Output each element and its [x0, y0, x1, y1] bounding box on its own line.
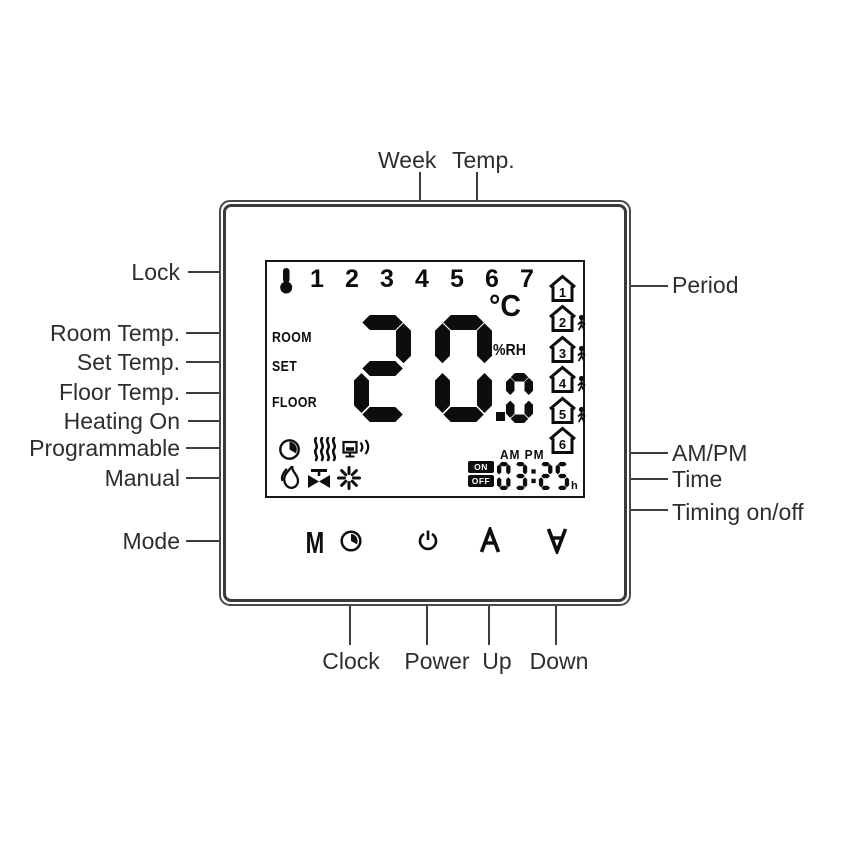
label-up: Up	[482, 648, 512, 674]
power-button[interactable]	[416, 529, 440, 558]
label-heating-on: Heating On	[63, 408, 180, 434]
time-display	[497, 462, 570, 495]
week-day-2: 2	[345, 265, 359, 293]
main-temperature-decimal-point	[496, 412, 505, 421]
monitor-signal-icon	[342, 439, 372, 467]
week-day-4: 4	[415, 265, 429, 293]
heat-waves-icon	[312, 436, 338, 467]
label-room-temp: Room Temp.	[50, 320, 180, 346]
week-day-6: 6	[485, 265, 499, 293]
humidity-unit: %RH	[493, 342, 526, 359]
period-6-house-icon: 6	[547, 426, 589, 456]
valve-icon	[305, 469, 333, 494]
flame-icon	[279, 465, 301, 496]
svg-text:6: 6	[559, 437, 566, 452]
svg-text:2: 2	[559, 315, 566, 330]
label-manual: Manual	[104, 465, 180, 491]
thermometer-lock-icon	[277, 267, 295, 300]
label-time: Time	[672, 466, 723, 492]
pie-clock-icon	[278, 438, 301, 466]
label-floor-temp: Floor Temp.	[58, 379, 180, 405]
label-lock: Lock	[131, 259, 180, 285]
period-3-house-icon: 3	[547, 335, 589, 365]
up-arrow-icon	[478, 523, 502, 559]
set-indicator: SET	[272, 358, 298, 375]
clock-icon	[339, 529, 363, 558]
week-day-1: 1	[310, 265, 324, 293]
label-timing-on-off: Timing on/off	[672, 499, 804, 525]
svg-text:3: 3	[559, 346, 566, 361]
period-1-house-icon: 1	[547, 274, 589, 304]
label-power: Power	[404, 648, 470, 674]
down-button[interactable]	[545, 527, 569, 559]
room-indicator: ROOM	[272, 329, 312, 346]
svg-text:5: 5	[559, 407, 566, 422]
label-am-pm: AM/PM	[672, 440, 748, 466]
svg-text:1: 1	[559, 285, 566, 300]
down-arrow-icon	[545, 527, 569, 559]
hour-suffix: h	[571, 480, 578, 492]
label-set-temp: Set Temp.	[76, 349, 180, 375]
period-5-house-icon: 5	[547, 396, 589, 426]
mode-m-glyph: M	[305, 525, 325, 560]
label-week: Week	[378, 147, 437, 173]
week-day-5: 5	[450, 265, 464, 293]
week-day-7: 7	[520, 265, 534, 293]
period-column: 1 2 3 4 5 6	[267, 262, 586, 496]
sun-icon	[337, 466, 361, 495]
label-temp: Temp.	[452, 147, 515, 173]
svg-text:4: 4	[559, 376, 567, 391]
thermostat-frame-inner	[223, 204, 627, 602]
main-temperature-integer	[354, 315, 492, 427]
power-icon	[416, 529, 440, 558]
floor-indicator: FLOOR	[272, 394, 318, 411]
mode-button[interactable]: M	[298, 525, 332, 560]
label-down: Down	[529, 648, 589, 674]
celsius-unit: °C	[489, 288, 522, 323]
timing-on-indicator: ON	[468, 461, 494, 473]
up-button[interactable]	[478, 523, 502, 559]
period-2-house-icon: 2	[547, 304, 589, 334]
am-pm-indicator: AM PM	[500, 447, 545, 462]
label-clock: Clock	[322, 648, 380, 674]
label-programmable: Programmable	[29, 435, 180, 461]
week-day-3: 3	[380, 265, 394, 293]
main-temperature-fraction	[506, 373, 533, 428]
label-mode: Mode	[122, 528, 180, 554]
timing-off-indicator: OFF	[468, 475, 494, 487]
period-4-house-icon: 4	[547, 365, 589, 395]
label-period: Period	[672, 272, 739, 298]
clock-button[interactable]	[339, 529, 363, 558]
